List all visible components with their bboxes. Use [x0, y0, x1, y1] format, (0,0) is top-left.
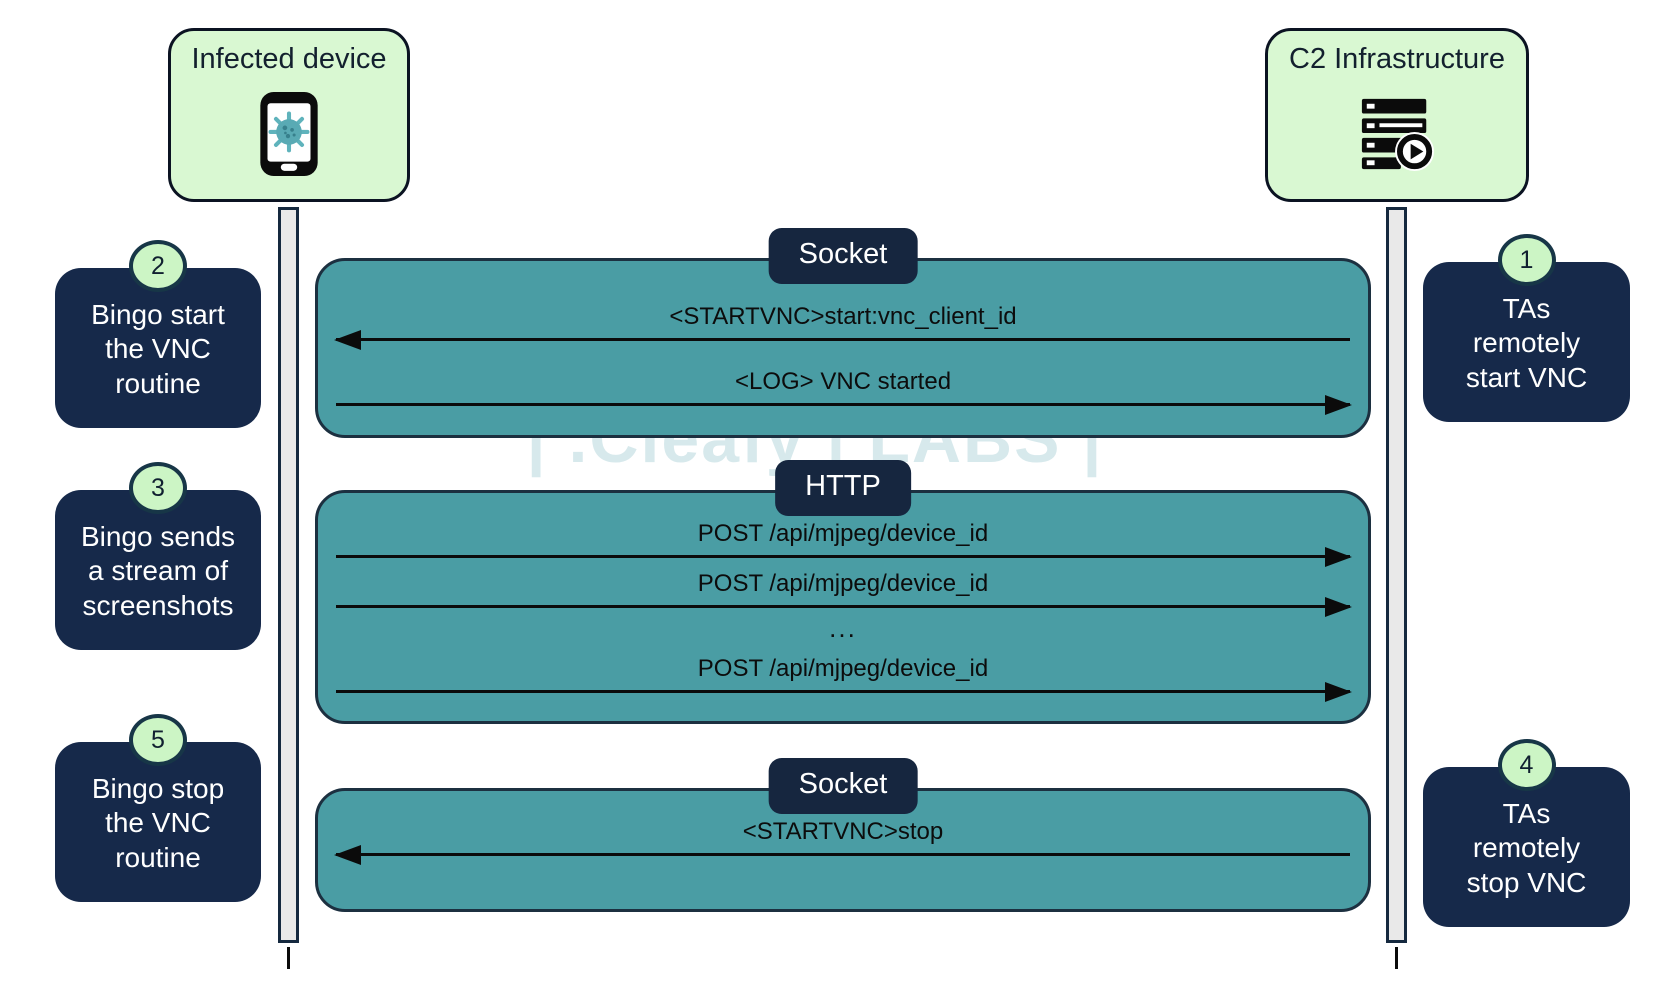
step-box-bingo-stream: 3 Bingo sends a stream of screenshots [55, 462, 261, 650]
message-label: POST /api/mjpeg/device_id [697, 570, 989, 597]
actor-title: C2 Infrastructure [1289, 43, 1505, 75]
protocol-container-socket-stop: Socket <STARTVNC>stop [315, 758, 1371, 912]
step-number-badge: 2 [129, 240, 187, 292]
arrow-right-icon [336, 681, 1352, 702]
protocol-label: Socket [768, 758, 918, 814]
protocol-label: HTTP [775, 460, 911, 516]
step-box-tas-stop: 4 TAs remotely stop VNC [1423, 739, 1630, 927]
step-box-tas-start: 1 TAs remotely start VNC [1423, 234, 1630, 422]
step-number-badge: 1 [1497, 234, 1556, 286]
message-ellipsis: ... [829, 613, 857, 643]
lifeline-c2 [1386, 207, 1407, 943]
actor-title: Infected device [191, 43, 387, 75]
step-text: Bingo stop the VNC routine [91, 773, 225, 873]
lifeline-infected-device [278, 207, 299, 943]
infected-phone-icon [258, 76, 320, 199]
step-box-bingo-start: 2 Bingo start the VNC routine [55, 240, 261, 428]
step-text: TAs remotely start VNC [1465, 293, 1588, 393]
actor-infected-device: Infected device [168, 28, 410, 202]
step-number-badge: 5 [129, 714, 187, 766]
protocol-container-http: HTTP POST /api/mjpeg/device_id POST /api… [315, 460, 1371, 724]
arrow-right-icon [336, 546, 1352, 567]
step-box-bingo-stop: 5 Bingo stop the VNC routine [55, 714, 261, 902]
message-label: <STARTVNC>stop [742, 818, 944, 845]
arrow-right-icon [336, 394, 1352, 415]
step-text: Bingo start the VNC routine [91, 299, 225, 399]
step-number-badge: 4 [1497, 739, 1556, 791]
step-text: TAs remotely stop VNC [1466, 798, 1587, 898]
message-label: <STARTVNC>start:vnc_client_id [669, 303, 1017, 330]
lifeline-end-tick [287, 947, 290, 969]
arrow-left-icon [334, 329, 1350, 350]
message-label: POST /api/mjpeg/device_id [697, 655, 989, 682]
step-number-badge: 3 [129, 462, 187, 514]
message-label: <LOG> VNC started [734, 368, 952, 395]
message-label: POST /api/mjpeg/device_id [697, 520, 989, 547]
protocol-container-socket-start: Socket <STARTVNC>start:vnc_client_id <LO… [315, 228, 1371, 438]
actor-c2-infrastructure: C2 Infrastructure [1265, 28, 1529, 202]
step-text: Bingo sends a stream of screenshots [80, 521, 236, 621]
arrow-left-icon [334, 844, 1350, 865]
arrow-right-icon [336, 596, 1352, 617]
c2-server-icon [1356, 76, 1438, 199]
lifeline-end-tick [1395, 947, 1398, 969]
protocol-label: Socket [768, 228, 918, 284]
